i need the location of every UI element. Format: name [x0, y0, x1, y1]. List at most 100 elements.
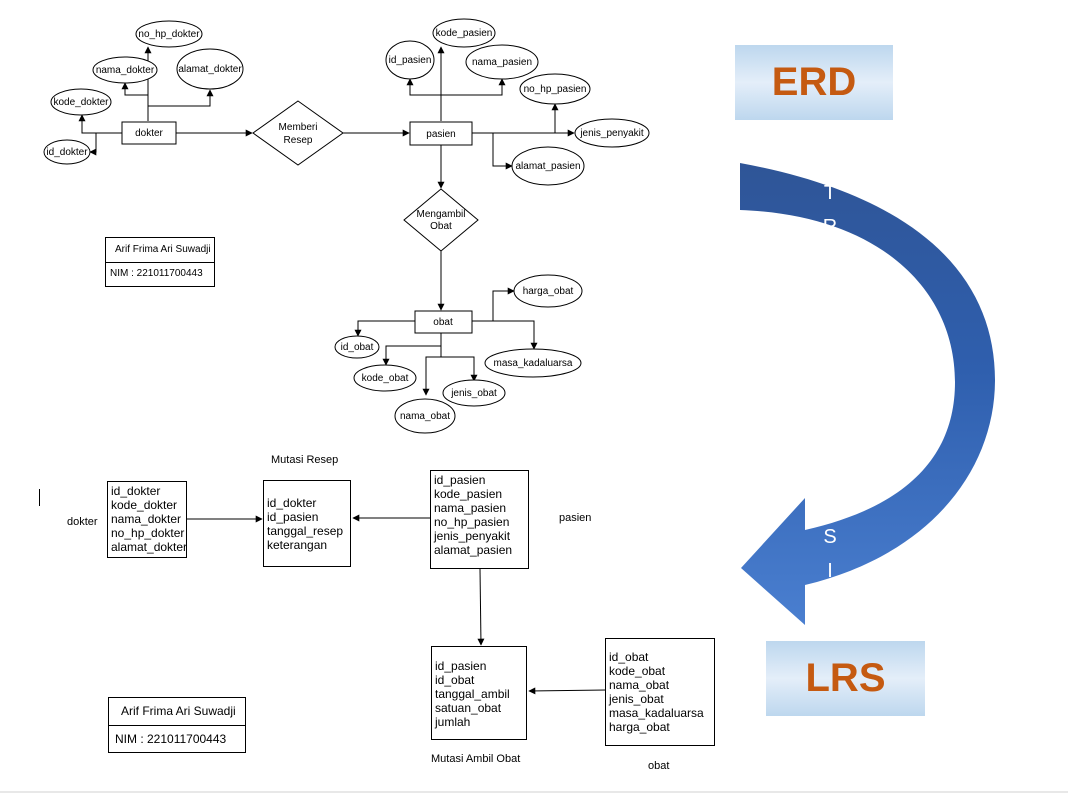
lrs-label-mutasi-resep: Mutasi Resep: [271, 454, 339, 466]
transformasi-letter: O: [822, 388, 838, 411]
transformasi-letter: S: [823, 526, 837, 549]
svg-text:Memberi: Memberi: [279, 122, 318, 133]
lrs-field: id_dokter: [267, 496, 317, 510]
svg-text:nama_dokter: nama_dokter: [96, 65, 155, 76]
lrs-field: masa_kadaluarsa: [609, 706, 704, 720]
erd-badge: ERD: [735, 45, 893, 120]
attr-kode-pasien: kode_pasien: [432, 18, 496, 48]
connector-kode-dokter: [78, 114, 122, 134]
attr-masa-kadaluarsa: masa_kadaluarsa: [484, 348, 582, 378]
author-box-lrs: Arif Frima Ari Suwadji NIM : 22101170044…: [108, 697, 246, 753]
lrs-field: id_pasien: [435, 659, 487, 673]
connector-no-hp-pasien: [472, 103, 559, 134]
svg-text:harga_obat: harga_obat: [523, 286, 574, 297]
attr-id-obat: id_obat: [334, 335, 380, 359]
svg-text:nama_obat: nama_obat: [400, 411, 450, 422]
attr-kode-obat: kode_obat: [353, 364, 417, 392]
lrs-field: tanggal_ambil: [435, 687, 510, 701]
svg-text:id_dokter: id_dokter: [46, 147, 88, 158]
svg-text:Obat: Obat: [430, 221, 452, 232]
lrs-field: kode_pasien: [434, 487, 503, 501]
svg-text:dokter: dokter: [135, 128, 163, 139]
lrs-field: nama_dokter: [111, 512, 182, 526]
svg-text:kode_dokter: kode_dokter: [53, 97, 109, 108]
lrs-field: id_pasien: [267, 510, 319, 524]
svg-text:alamat_dokter: alamat_dokter: [178, 64, 242, 75]
svg-text:no_hp_dokter: no_hp_dokter: [138, 29, 200, 40]
connector-kode-obat: [382, 333, 442, 366]
entity-pasien: pasien: [409, 121, 473, 146]
lrs-field: id_obat: [609, 650, 649, 664]
attr-kode-dokter: kode_dokter: [50, 88, 112, 116]
lrs-badge-label: LRS: [805, 656, 886, 700]
lrs-field: id_dokter: [111, 484, 161, 498]
lrs-field: harga_obat: [609, 720, 670, 734]
attr-nama-obat: nama_obat: [394, 398, 456, 434]
connector-nama-dokter: [121, 82, 149, 121]
lrs-field: nama_pasien: [434, 501, 507, 515]
lrs-label-obat: obat: [648, 760, 670, 772]
author-box-erd: Arif Frima Ari Suwadji NIM : 22101170044…: [105, 237, 215, 287]
attr-nama-dokter: nama_dokter: [92, 56, 158, 84]
svg-text:id_pasien: id_pasien: [389, 55, 432, 66]
transformasi-letter: N: [822, 285, 838, 308]
attr-jenis-obat: jenis_obat: [442, 379, 506, 407]
transformasi-arrow: [740, 163, 995, 625]
connector-alamat-pasien: [492, 133, 513, 170]
svg-text:jenis_obat: jenis_obat: [450, 388, 497, 399]
author-nim: NIM : 221011700443: [115, 732, 227, 746]
transformasi-letter: T: [823, 182, 837, 204]
lrs-label-dokter: dokter: [67, 516, 98, 528]
svg-text:nama_pasien: nama_pasien: [472, 57, 532, 68]
attr-id-pasien: id_pasien: [385, 40, 435, 80]
lrs-field: jenis_obat: [609, 692, 664, 706]
attr-nama-pasien: nama_pasien: [465, 44, 539, 80]
attr-id-dokter: id_dokter: [43, 139, 91, 165]
transformasi-letter: R: [822, 216, 838, 239]
author-name: Arif Frima Ari Suwadji: [106, 238, 214, 263]
attr-no-hp-dokter: no_hp_dokter: [135, 20, 203, 48]
svg-text:kode_obat: kode_obat: [362, 373, 409, 384]
svg-text:masa_kadaluarsa: masa_kadaluarsa: [494, 358, 573, 369]
entity-obat: obat: [414, 310, 473, 334]
lrs-field: jumlah: [435, 715, 471, 729]
connector-nama-pasien: [441, 78, 506, 96]
transformasi-letter: S: [823, 319, 837, 342]
svg-text:obat: obat: [433, 317, 453, 328]
lrs-field: id_pasien: [434, 473, 486, 487]
lrs-label-pasien: pasien: [559, 512, 592, 524]
svg-text:no_hp_pasien: no_hp_pasien: [524, 84, 587, 95]
svg-text:id_obat: id_obat: [341, 342, 374, 353]
lrs-field: nama_obat: [609, 678, 670, 692]
transformasi-letter: F: [823, 354, 837, 377]
connector-alamat-dokter: [147, 89, 214, 107]
transformasi-letter: A: [823, 491, 837, 514]
attr-no-hp-pasien: no_hp_pasien: [519, 73, 591, 105]
lrs-connector-obat-mutasi-ambil-obat: [528, 687, 607, 695]
attr-jenis-penyakit: jenis_penyakit: [574, 118, 650, 148]
lrs-field: id_obat: [435, 673, 475, 687]
author-name: Arif Frima Ari Suwadji: [109, 698, 245, 726]
attr-alamat-pasien: alamat_pasien: [511, 146, 585, 186]
lrs-field: no_hp_pasien: [434, 515, 510, 529]
lrs-field: no_hp_dokter: [111, 526, 185, 540]
lrs-table-dokter: id_dokter kode_dokter nama_dokter no_hp_…: [107, 481, 187, 558]
connector-nama-obat: [422, 356, 441, 396]
lrs-table-mutasi-resep: id_dokter id_pasien tanggal_resep ketera…: [263, 480, 351, 567]
lrs-table-mutasi-ambil-obat: id_pasien id_obat tanggal_ambil satuan_o…: [431, 646, 527, 740]
text-cursor: [39, 489, 40, 506]
lrs-field: kode_dokter: [111, 498, 178, 512]
lrs-field: satuan_obat: [435, 701, 502, 715]
svg-text:Mengambil: Mengambil: [417, 209, 466, 220]
svg-text:pasien: pasien: [426, 129, 455, 140]
lrs-badge: LRS: [766, 641, 925, 716]
connector-masa-kadaluarsa: [493, 320, 538, 350]
transformasi-letter: R: [822, 422, 838, 445]
connector-harga-obat: [472, 287, 515, 322]
connector-jenis-obat: [440, 346, 478, 382]
transformasi-letter: I: [827, 560, 833, 583]
attr-harga-obat: harga_obat: [513, 274, 583, 308]
lrs-table-pasien: id_pasien kode_pasien nama_pasien no_hp_…: [430, 470, 529, 569]
author-nim: NIM : 221011700443: [110, 268, 203, 279]
svg-text:jenis_penyakit: jenis_penyakit: [579, 128, 644, 139]
